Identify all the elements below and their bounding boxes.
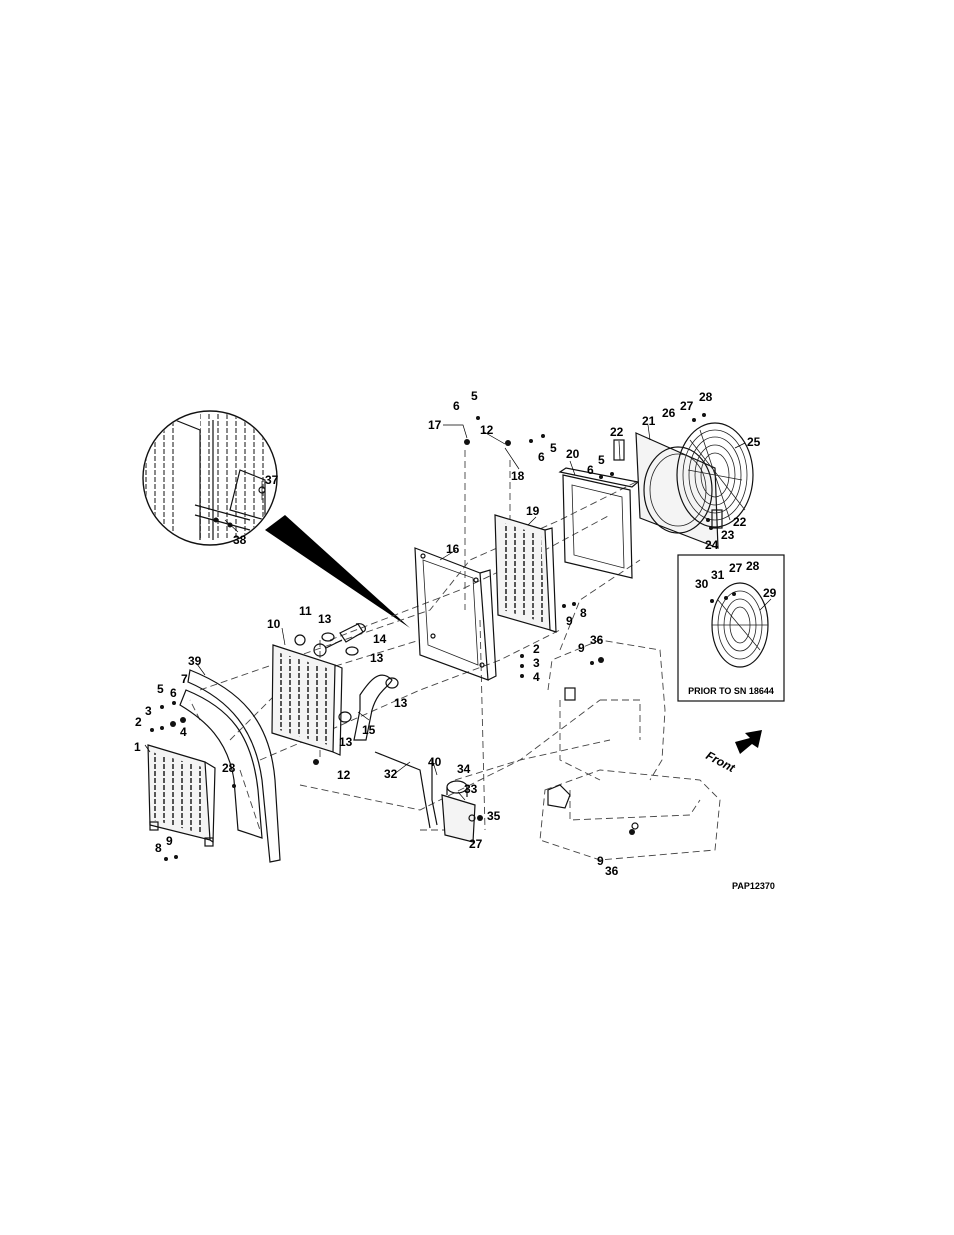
inset-prior-version: PRIOR TO SN 18644 (678, 555, 784, 701)
callout-32: 32 (384, 767, 398, 781)
callout-5: 5 (598, 453, 605, 467)
callout-3: 3 (145, 704, 152, 718)
callout-13: 13 (339, 735, 353, 749)
callout-33: 33 (464, 782, 478, 796)
callout-22: 22 (733, 515, 747, 529)
detail-pointer (265, 515, 410, 628)
callout-22: 22 (610, 425, 624, 439)
callout-7: 7 (181, 672, 188, 686)
callout-8: 8 (155, 841, 162, 855)
callout-20: 20 (566, 447, 580, 461)
callout-26: 26 (662, 406, 676, 420)
callout-13: 13 (318, 612, 332, 626)
callout-12: 12 (337, 768, 351, 782)
callout-4: 4 (180, 725, 187, 739)
callout-6: 6 (538, 450, 545, 464)
callout-16: 16 (446, 542, 460, 556)
callout-21: 21 (642, 414, 656, 428)
front-direction-indicator: Front (704, 730, 762, 776)
callout-13: 13 (394, 696, 408, 710)
callout-2: 2 (135, 715, 142, 729)
part-19-charge-air-cooler (495, 515, 556, 632)
callout-10: 10 (267, 617, 281, 631)
callout-25: 25 (747, 435, 761, 449)
callout-23: 23 (721, 528, 735, 542)
callout-30: 30 (695, 577, 709, 591)
part-20-frame (560, 468, 638, 578)
part-1-oil-cooler (148, 745, 215, 846)
callout-40: 40 (428, 755, 442, 769)
callout-3: 3 (533, 656, 540, 670)
callout-39: 39 (188, 654, 202, 668)
callout-6: 6 (170, 686, 177, 700)
callout-18: 18 (511, 469, 525, 483)
callout-14: 14 (373, 632, 387, 646)
figure-id: PAP12370 (732, 881, 775, 891)
callout-8: 8 (580, 606, 587, 620)
front-label: Front (704, 748, 739, 775)
callout-27: 27 (729, 561, 743, 575)
callout-5: 5 (157, 682, 164, 696)
callout-24: 24 (705, 538, 719, 552)
callout-4: 4 (533, 670, 540, 684)
callout-9: 9 (597, 854, 604, 868)
callout-13: 13 (370, 651, 384, 665)
callout-34: 34 (457, 762, 471, 776)
callout-12: 12 (480, 423, 494, 437)
callout-2: 2 (533, 642, 540, 656)
callout-28: 28 (699, 390, 713, 404)
inset-note: PRIOR TO SN 18644 (688, 686, 774, 696)
callout-35: 35 (487, 809, 501, 823)
callout-27: 27 (469, 837, 483, 851)
callout-37: 37 (265, 473, 279, 487)
callout-19: 19 (526, 504, 540, 518)
callout-6: 6 (453, 399, 460, 413)
callout-31: 31 (711, 568, 725, 582)
callout-38: 38 (233, 533, 247, 547)
callout-9: 9 (578, 641, 585, 655)
callout-17: 17 (428, 418, 442, 432)
detail-inset (143, 410, 410, 628)
callout-15: 15 (362, 723, 376, 737)
callout-28: 28 (222, 761, 236, 775)
callout-36: 36 (605, 864, 619, 878)
part-16-mounting-frame (415, 548, 496, 680)
front-arrow-icon (735, 730, 762, 754)
callout-9: 9 (166, 834, 173, 848)
callout-36: 36 (590, 633, 604, 647)
callout-5: 5 (471, 389, 478, 403)
callout-1: 1 (134, 740, 141, 754)
callout-27: 27 (680, 399, 694, 413)
callout-6: 6 (587, 463, 594, 477)
callout-28: 28 (746, 559, 760, 573)
callout-11: 11 (299, 604, 312, 618)
callout-29: 29 (763, 586, 777, 600)
callout-9: 9 (566, 614, 573, 628)
callout-5: 5 (550, 441, 557, 455)
